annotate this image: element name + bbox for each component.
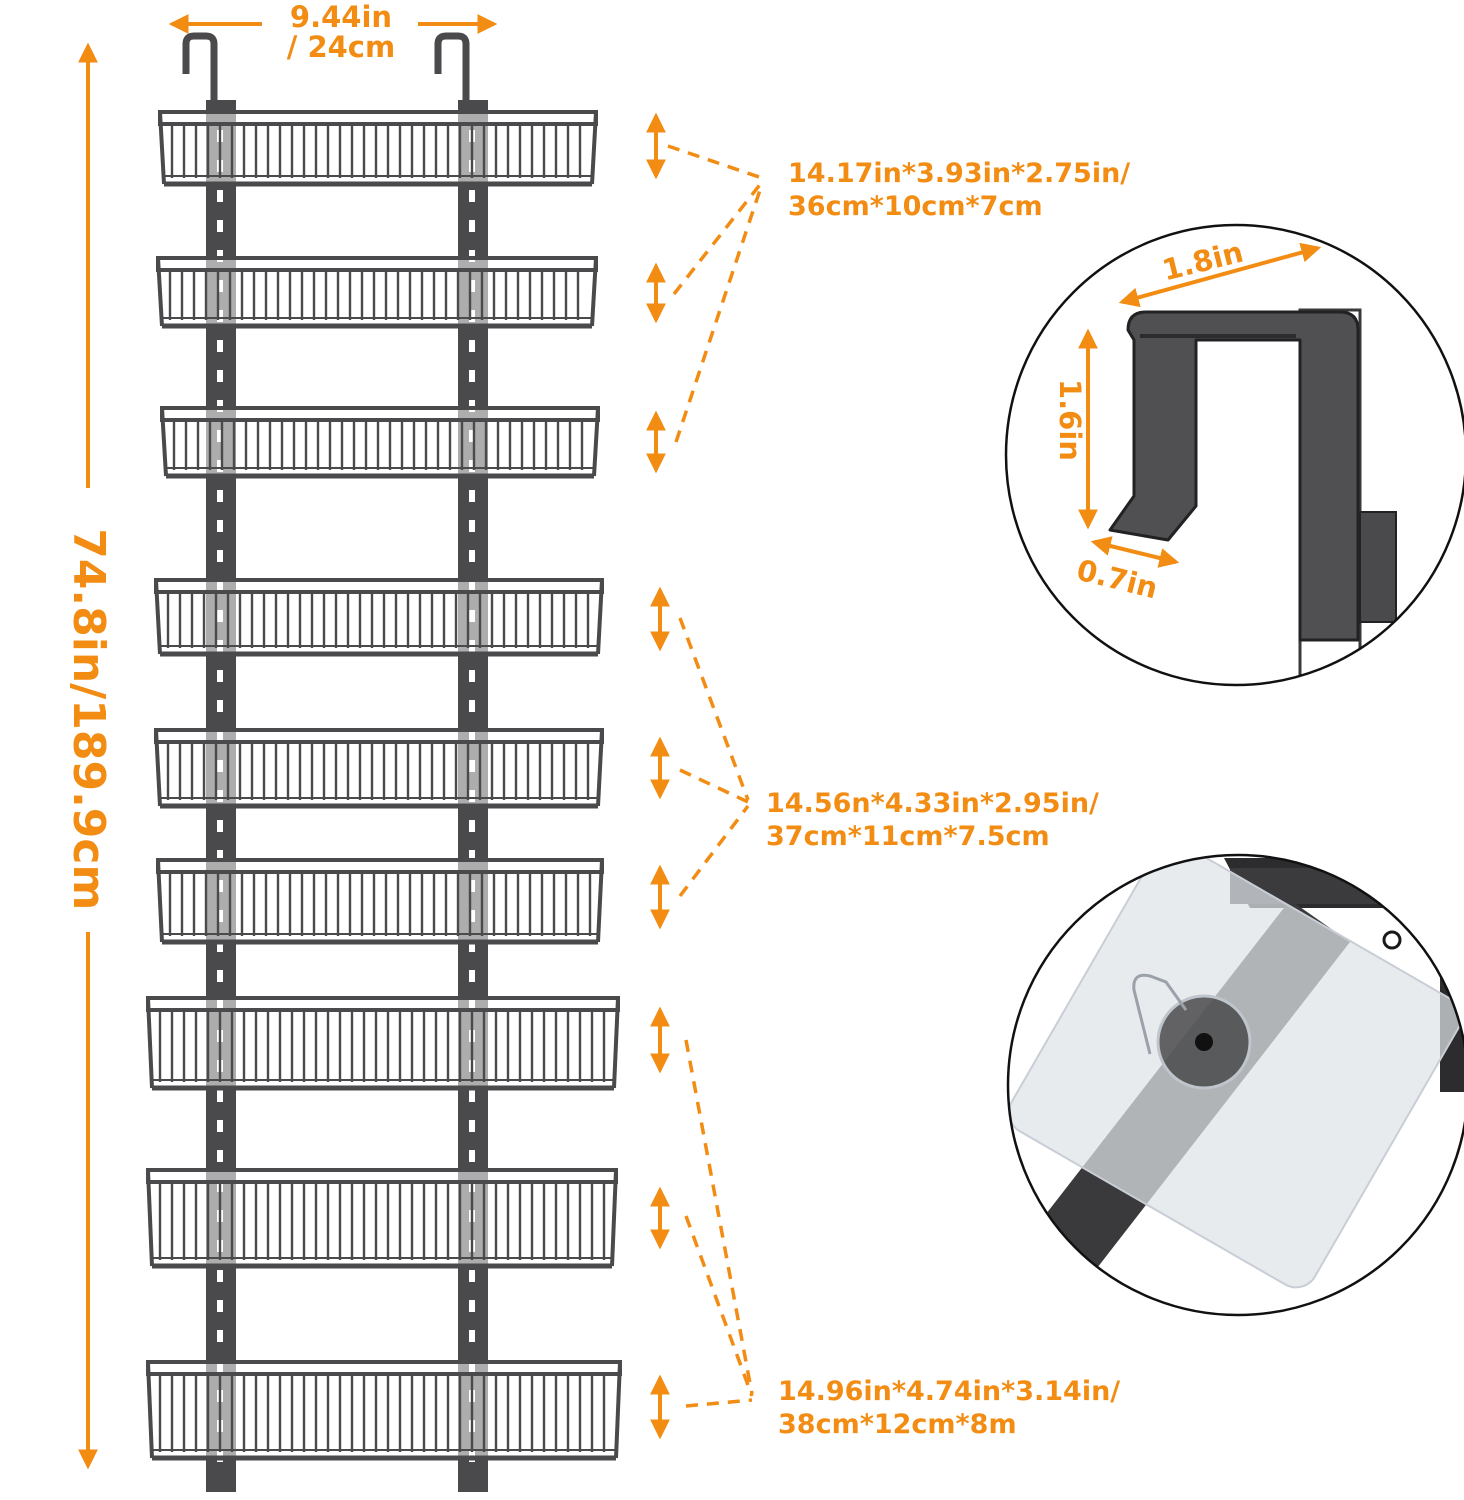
- basket-3: [160, 406, 600, 479]
- basket-5: [154, 728, 604, 809]
- middle-group-size-in: 14.56n*4.33in*2.95in/: [766, 788, 1099, 819]
- bottom-group-size-in: 14.96in*4.74in*3.14in/: [778, 1376, 1121, 1407]
- door-hook-right-icon: [434, 32, 470, 112]
- overall-width-label: 9.44in / 24cm: [252, 2, 430, 63]
- leader-line-5: [679, 768, 749, 804]
- top-basket-group-label: 14.17in*3.93in*2.75in/ 36cm*10cm*7cm: [788, 158, 1130, 224]
- bottom-basket-group-label: 14.96in*4.74in*3.14in/ 38cm*12cm*8m: [778, 1376, 1120, 1442]
- door-hook-detail-icon: [1108, 310, 1360, 642]
- basket-7: [146, 996, 620, 1091]
- basket-8: [146, 1168, 618, 1269]
- leader-line-1: [667, 144, 763, 180]
- door-hook-left-icon: [182, 32, 218, 112]
- basket-1: [158, 110, 598, 187]
- basket-6: [156, 858, 604, 945]
- hook-height-label: 1.6in: [1052, 378, 1087, 461]
- leader-line-8: [684, 1215, 754, 1397]
- basket-height-arrows: [646, 112, 670, 1440]
- overall-height-label: 74.8in/189.9cm: [63, 528, 115, 911]
- basket-2: [156, 256, 598, 329]
- overall-width-in: 9.44in: [289, 0, 393, 34]
- leader-line-7: [684, 1039, 754, 1395]
- leader-line-6: [678, 804, 750, 898]
- middle-basket-group-label: 14.56n*4.33in*2.95in/ 37cm*11cm*7.5cm: [766, 788, 1099, 854]
- adhesive-detail-circle: [1006, 853, 1464, 1317]
- top-group-size-cm: 36cm*10cm*7cm: [788, 190, 1043, 222]
- leader-line-4: [678, 617, 750, 801]
- top-group-size-in: 14.17in*3.93in*2.75in/: [788, 158, 1131, 189]
- basket-9: [146, 1360, 622, 1461]
- basket-stack: [146, 110, 622, 1461]
- bottom-group-size-cm: 38cm*12cm*8m: [778, 1408, 1017, 1440]
- middle-group-size-cm: 37cm*11cm*7.5cm: [766, 820, 1050, 852]
- overall-width-cm: / 24cm: [286, 30, 396, 65]
- basket-4: [154, 578, 604, 657]
- leader-line-9: [685, 1398, 753, 1408]
- leader-line-3: [674, 183, 764, 443]
- leader-line-2: [672, 180, 764, 296]
- hook-detail-circle: [1004, 223, 1464, 687]
- leader-lines: [667, 144, 764, 1408]
